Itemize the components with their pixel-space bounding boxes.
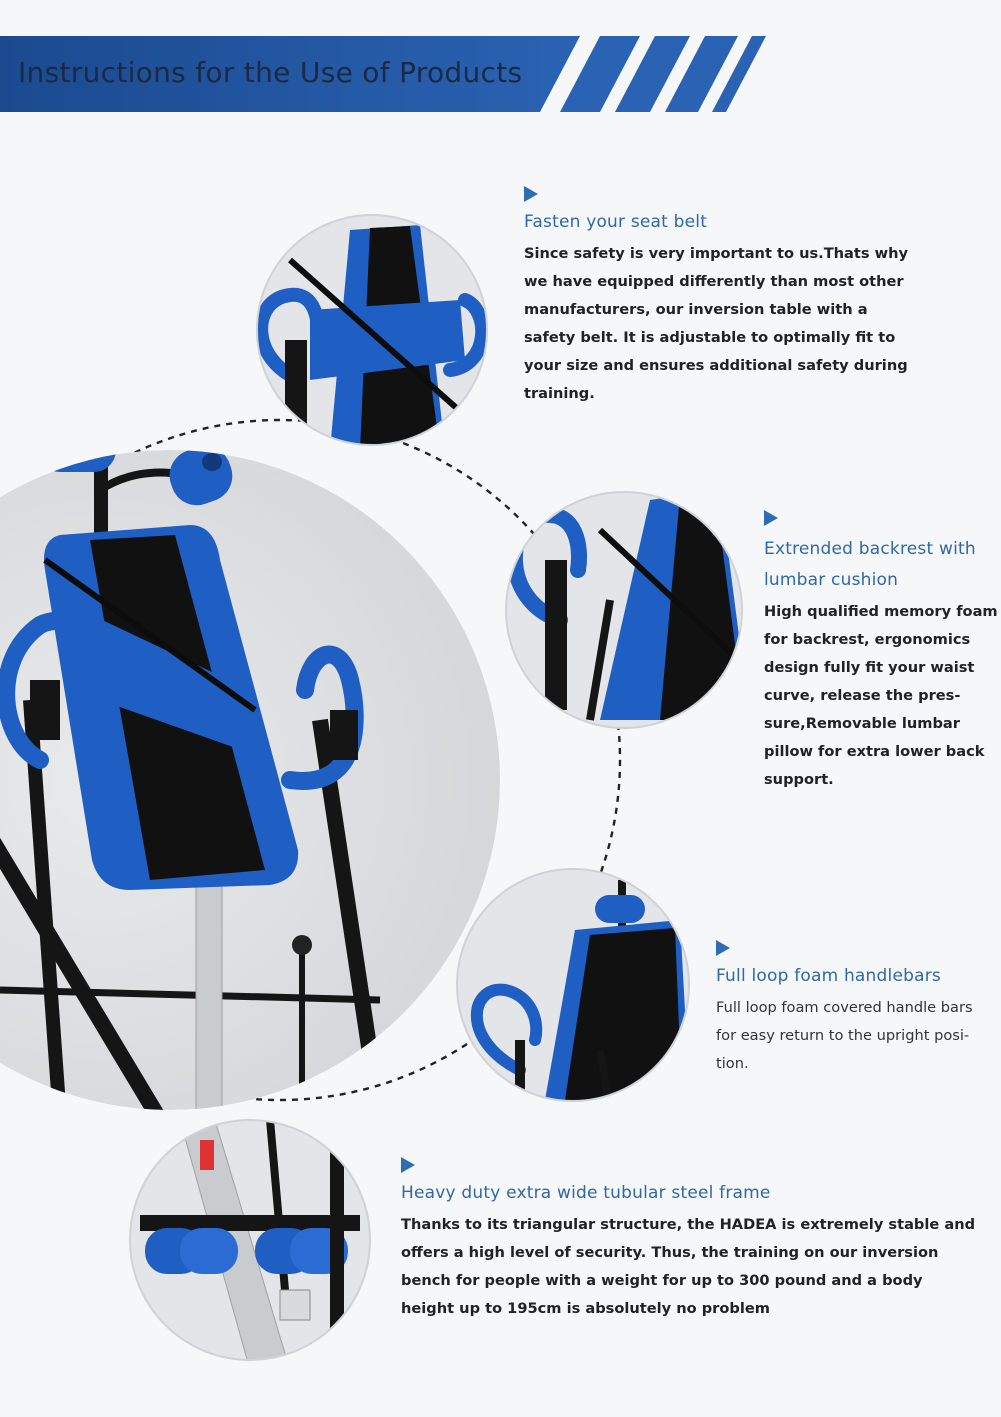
steel-frame-detail-circle [130,1120,370,1360]
section-title: Heavy duty extra wide tubular steel fram… [401,1183,771,1203]
triangle-bullet-icon [764,510,778,526]
section-backrest: Extrended backrest with lumbar cushion H… [764,510,999,794]
section-body: Since safety is very important to us.Tha… [524,245,909,402]
dashed-connector-ring [0,418,622,1102]
handlebar-detail-circle [457,869,689,1101]
backrest-lumbar-detail-circle [506,492,742,728]
section-body: Thanks to its triangular structure, the … [401,1216,976,1317]
section-title: Full loop foam handlebars [716,966,941,986]
triangle-bullet-icon [524,186,538,202]
seat-belt-detail-circle [257,215,487,445]
main-photo-circle [0,450,500,1110]
triangle-bullet-icon [401,1157,415,1173]
section-title: Fasten your seat belt [524,212,708,232]
section-body: High qualified memory foam for backrest,… [764,603,998,788]
triangle-bullet-icon [716,940,730,956]
header-banner [0,36,766,112]
section-body: Full loop foam covered handle bars for e… [716,999,973,1072]
page-title: Instructions for the Use of Products [18,56,523,89]
section-title: Extrended backrest with lumbar cushion [764,539,976,590]
section-seat-belt: Fasten your seat belt Since safety is ve… [524,186,994,408]
section-steel-frame: Heavy duty extra wide tubular steel fram… [401,1157,997,1323]
section-handlebars: Full loop foam handlebars Full loop foam… [716,940,999,1078]
